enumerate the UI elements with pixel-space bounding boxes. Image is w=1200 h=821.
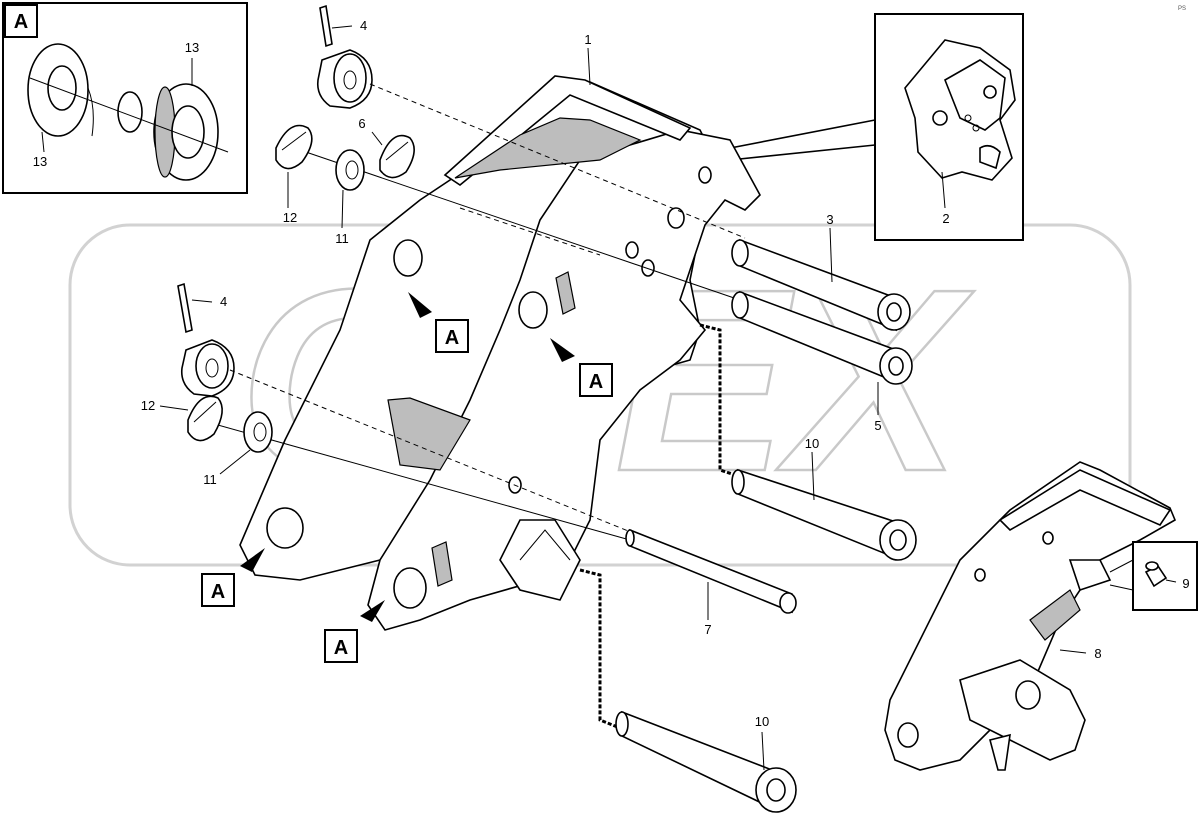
pin-7: 7	[625, 528, 797, 637]
callout-11b: 11	[203, 472, 217, 487]
detail-a-label: A	[14, 11, 28, 33]
callout-10b: 10	[755, 714, 769, 729]
upper-washer-11: 11	[335, 149, 365, 246]
upper-clip-6: 6	[358, 116, 415, 179]
callout-8: 8	[1094, 646, 1101, 661]
corner-mark: PS	[1178, 6, 1186, 12]
svg-text:A: A	[589, 371, 603, 393]
callout-13a: 13	[33, 154, 47, 169]
callout-11a: 11	[335, 231, 349, 246]
svg-text:A: A	[211, 581, 225, 603]
view-marker-a-3: A	[201, 573, 235, 607]
lower-washer-11: 11	[203, 411, 273, 487]
detail-a-inset: A 13 13	[2, 2, 248, 194]
heavy-dash-lower	[579, 568, 621, 730]
view-marker-a-4: A	[324, 629, 358, 663]
callout-6: 6	[358, 116, 365, 131]
callout-7: 7	[704, 622, 711, 637]
lower-clip-12: 12	[141, 395, 223, 442]
callout-5: 5	[874, 418, 881, 433]
detail-a-label-box	[4, 4, 38, 38]
spacer	[117, 91, 143, 133]
roll-pin-4-upper	[319, 4, 333, 48]
lower-bushing-group: 4	[177, 282, 235, 397]
upper-clip-12: 12	[275, 124, 313, 225]
view-marker-a-1: A	[435, 319, 469, 353]
main-frame-1	[239, 75, 761, 631]
callout-10a: 10	[805, 436, 819, 451]
callout-2: 2	[942, 211, 949, 226]
callout-4b: 4	[220, 294, 227, 309]
roll-pin-4-lower	[177, 282, 193, 334]
callout-4a: 4	[360, 18, 367, 33]
pin-10-upper: 10	[731, 436, 917, 561]
detail-2-leader-bottom	[729, 144, 876, 161]
callout-13b: 13	[185, 40, 199, 55]
grease-nipple-9-inset: 9	[1109, 541, 1198, 611]
callout-9: 9	[1182, 576, 1189, 591]
callout-3: 3	[826, 212, 833, 227]
view-marker-a-2: A	[579, 363, 613, 397]
pin-5: 5	[731, 290, 913, 433]
svg-text:A: A	[334, 637, 348, 659]
callout-12b: 12	[141, 398, 155, 413]
detail-2-inset: 2	[874, 13, 1024, 241]
callout-1: 1	[584, 32, 591, 47]
frame-assembly-8: 8	[884, 461, 1177, 771]
pin-10-lower: 10	[615, 710, 797, 813]
upper-bushing-group: 4	[316, 4, 373, 109]
heavy-dash-upper	[699, 323, 736, 477]
detail-2-leader-top	[719, 119, 876, 151]
svg-text:A: A	[445, 327, 459, 349]
callout-12a: 12	[283, 210, 297, 225]
pin-3: 3	[731, 212, 911, 332]
